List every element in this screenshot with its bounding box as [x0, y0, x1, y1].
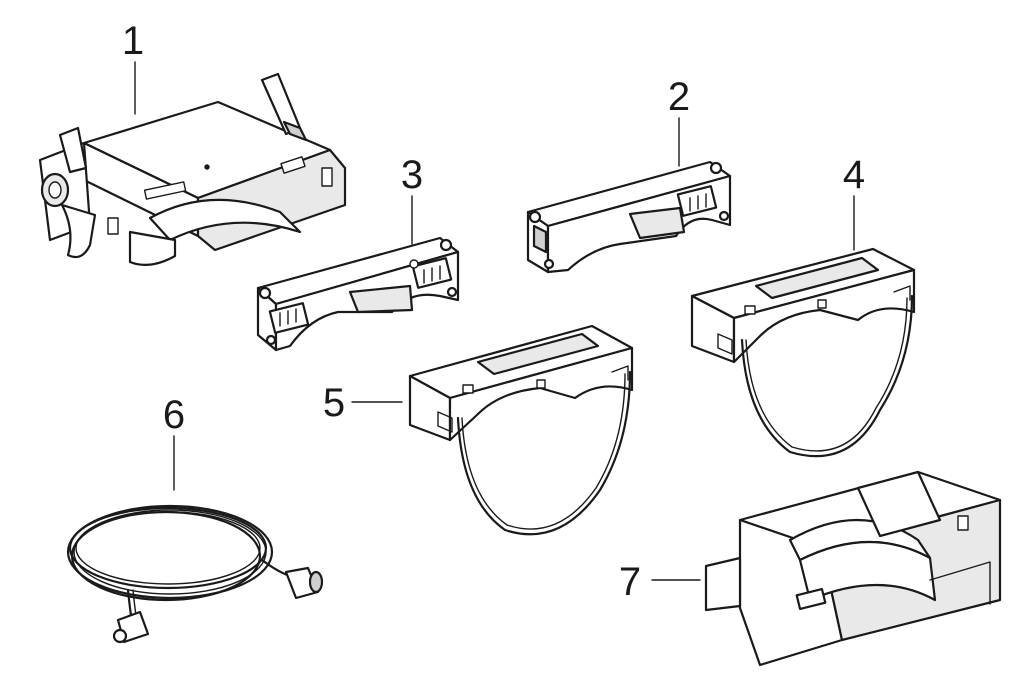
part-5-cover-with-wire: [408, 324, 634, 536]
callout-3: 3: [401, 153, 423, 197]
part-3-bracket: [256, 236, 460, 352]
callout-labels: 1 2 3 4 5 6 7: [122, 19, 865, 604]
part-4-cover-with-wire: [690, 247, 916, 458]
part-6-coiled-cable: [66, 504, 324, 644]
callout-4: 4: [843, 153, 865, 197]
leader-lines: [134, 61, 855, 581]
part-7-base-bracket: [704, 470, 1002, 667]
callout-6: 6: [163, 393, 185, 437]
callout-7: 7: [619, 560, 641, 604]
part-2-bracket: [526, 160, 732, 274]
callout-1: 1: [122, 19, 144, 63]
callout-5: 5: [323, 381, 345, 425]
part-1-mounting-frame: [38, 72, 347, 267]
callout-2: 2: [668, 75, 690, 119]
